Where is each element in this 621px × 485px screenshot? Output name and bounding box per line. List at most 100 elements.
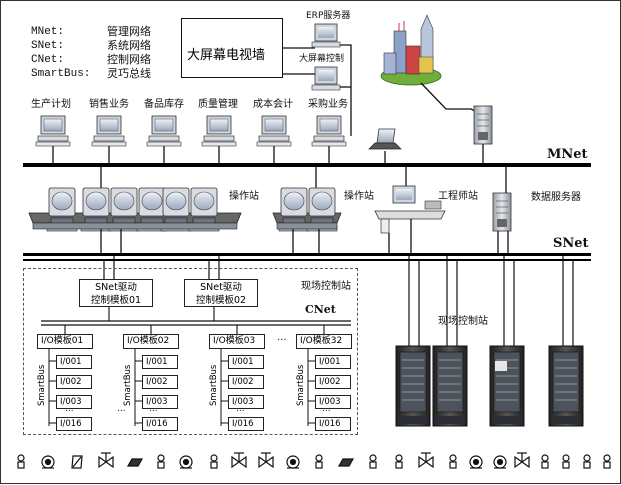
- io03-channel-16: I/016: [228, 417, 264, 431]
- legend-value-mnet: 管理网络: [107, 25, 151, 38]
- data-server-label: 数据服务器: [531, 192, 581, 203]
- field-sensor-icon: [541, 454, 549, 469]
- io02-channel-16: I/016: [142, 417, 178, 431]
- legend-key-smartbus: SmartBus:: [31, 68, 91, 80]
- io03-channel-1: I/001: [228, 355, 264, 369]
- field-control-area-label: 现场控制站: [301, 281, 351, 292]
- snet-bus-line-b: [23, 259, 591, 261]
- field-sensor-icon: [369, 454, 377, 469]
- legend-value-snet: 系统网络: [107, 39, 151, 52]
- field-control-right-label: 现场控制站: [438, 316, 488, 327]
- department-pc-icons: [35, 115, 347, 147]
- io03-channel-2: I/002: [228, 375, 264, 389]
- legend-key-cnet: CNet:: [31, 54, 65, 66]
- screen-control-label: 大屏幕控制: [299, 54, 345, 64]
- erp-server-icon: [311, 23, 341, 48]
- io32-channel-ellipsis: ...: [322, 404, 331, 414]
- mnet-bus-line: [23, 163, 591, 167]
- field-sensor-icon: [210, 454, 218, 469]
- operator-station-bank-icon: [28, 187, 242, 232]
- controller-01-line1: SNet驱动: [95, 282, 137, 293]
- engineer-station-label: 工程师站: [438, 191, 478, 202]
- field-pump-icon: [286, 455, 300, 469]
- io-module-32: I/O模板32: [296, 334, 352, 349]
- smartbus-label-1: SmartBus: [37, 364, 47, 406]
- field-sensor-icon: [603, 454, 611, 469]
- io02-channel-ellipsis-left: ...: [117, 404, 126, 414]
- field-pump-icon: [41, 455, 55, 469]
- field-sensor-icon: [562, 454, 570, 469]
- io01-channel-2: I/002: [56, 375, 92, 389]
- field-sensor-icon: [395, 454, 403, 469]
- legend-key-mnet: MNet:: [31, 26, 65, 38]
- dept-label-1: 生产计划: [31, 99, 71, 110]
- controller-01-line2: 控制模板01: [90, 295, 142, 306]
- data-server-icon: [492, 192, 512, 232]
- io03-channel-ellipsis: ...: [236, 404, 245, 414]
- io01-channel-1: I/001: [56, 355, 92, 369]
- io02-channel-ellipsis: ...: [149, 404, 158, 414]
- field-sensor-icon: [157, 454, 165, 469]
- io32-channel-16: I/016: [315, 417, 351, 431]
- field-sensor-icon: [17, 454, 25, 469]
- enterprise-city-icon: [380, 14, 442, 86]
- field-valve-icon: [231, 452, 247, 469]
- dept-label-5: 成本会计: [253, 99, 293, 110]
- io32-channel-2: I/002: [315, 375, 351, 389]
- field-valve-icon: [258, 452, 274, 469]
- field-control-area: [23, 268, 358, 435]
- smartbus-label-4: SmartBus: [296, 364, 306, 406]
- io-module-02: I/O模板02: [123, 334, 179, 349]
- io-module-01: I/O模板01: [37, 334, 93, 349]
- erp-server-label: ERP服务器: [306, 11, 351, 21]
- controller-module-02: SNet驱动 控制模板02: [184, 279, 258, 307]
- legend-key-snet: SNet:: [31, 40, 65, 52]
- legend-value-smartbus: 灵巧总线: [107, 67, 151, 80]
- operator-station-1-label: 操作站: [229, 191, 259, 202]
- io32-channel-3: I/003: [315, 395, 351, 409]
- screen-control-pc-icon: [311, 66, 341, 91]
- web-server-icon: [473, 105, 493, 145]
- dept-label-3: 备品库存: [144, 99, 184, 110]
- field-instrument-icons: [17, 452, 611, 469]
- io03-channel-3: I/003: [228, 395, 264, 409]
- video-wall-label: 大屏幕电视墙: [187, 48, 266, 63]
- controller-02-line1: SNet驱动: [200, 282, 242, 293]
- dept-label-4: 质量管理: [198, 99, 238, 110]
- operator-station-2-label: 操作站: [344, 191, 374, 202]
- controller-module-01: SNet驱动 控制模板01: [79, 279, 153, 307]
- field-valve-icon: [418, 452, 434, 469]
- laptop-icon: [368, 128, 402, 150]
- engineer-station-icon: [374, 185, 446, 234]
- field-cabinet-icons: [395, 345, 584, 427]
- smartbus-label-3: SmartBus: [209, 364, 219, 406]
- io02-channel-1: I/001: [142, 355, 178, 369]
- dept-label-6: 采购业务: [308, 99, 348, 110]
- mnet-label: MNet: [547, 147, 588, 162]
- field-filter-icon: [71, 455, 83, 469]
- io02-channel-3: I/003: [142, 395, 178, 409]
- field-valve-icon: [514, 452, 530, 469]
- field-pump-icon: [469, 455, 483, 469]
- snet-label: SNet: [553, 236, 589, 251]
- field-pump-icon: [179, 455, 193, 469]
- legend-value-cnet: 控制网络: [107, 53, 151, 66]
- io01-channel-ellipsis: ...: [65, 404, 74, 414]
- io01-channel-16: I/016: [56, 417, 92, 431]
- io-module-03: I/O模板03: [209, 334, 265, 349]
- smartbus-label-2: SmartBus: [123, 364, 133, 406]
- controller-02-line2: 控制模板02: [195, 295, 247, 306]
- io32-channel-1: I/001: [315, 355, 351, 369]
- field-block-icon: [337, 458, 355, 467]
- io01-channel-3: I/003: [56, 395, 92, 409]
- video-wall: 大屏幕电视墙: [181, 18, 283, 78]
- dept-label-2: 销售业务: [89, 99, 129, 110]
- field-pump-icon: [493, 455, 507, 469]
- field-valve-icon: [98, 452, 114, 469]
- operator-station-2-icon: [272, 187, 342, 232]
- field-block-icon: [126, 458, 144, 467]
- io02-channel-2: I/002: [142, 375, 178, 389]
- field-sensor-icon: [315, 454, 323, 469]
